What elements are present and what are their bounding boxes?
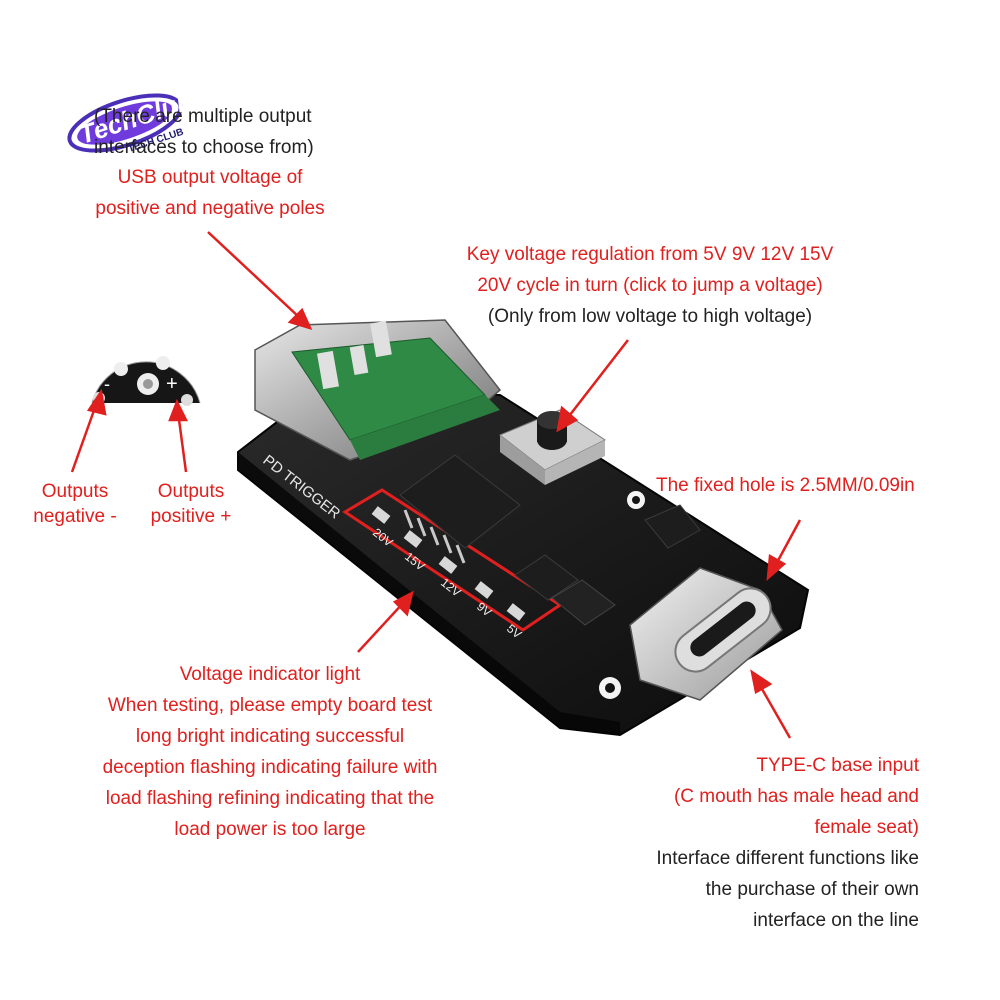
usb-output-line: positive and negative poles xyxy=(95,198,325,219)
transistor xyxy=(644,504,701,549)
led xyxy=(438,556,458,574)
type-c-note: TYPE-C base input (C mouth has male head… xyxy=(560,750,919,936)
type-c-line: (C mouth has male head and xyxy=(673,786,919,807)
key-voltage-subnote: (Only from low voltage to high voltage) xyxy=(487,306,813,327)
ic-chip xyxy=(551,579,616,626)
led xyxy=(403,530,423,548)
key-voltage-line: 20V cycle in turn (click to jump a volta… xyxy=(477,275,823,296)
ic-chip xyxy=(399,454,521,549)
key-voltage-note: Key voltage regulation from 5V 9V 12V 15… xyxy=(420,239,880,332)
annotation-arrows xyxy=(70,231,802,739)
type-c-interface-line: Interface different functions like xyxy=(656,848,919,869)
led xyxy=(506,603,526,621)
plus-mark: + xyxy=(166,373,178,395)
outputs-positive-label: Outputs positive + xyxy=(150,481,232,527)
key-voltage-line: Key voltage regulation from 5V 9V 12V 15… xyxy=(466,244,834,265)
type-c-line: female seat) xyxy=(814,817,919,838)
type-c-interface-line: interface on the line xyxy=(753,910,919,931)
output-choice-note: (There are multiple output interfaces to… xyxy=(94,101,314,163)
led xyxy=(474,581,494,599)
led xyxy=(371,506,391,524)
outputs-negative-label: Outputs negative - xyxy=(33,481,117,527)
type-c-port xyxy=(629,567,783,701)
fixed-hole-note: The fixed hole is 2.5MM/0.09in xyxy=(656,475,915,496)
ic-chip xyxy=(514,554,579,601)
usb-output-note: USB output voltage of positive and negat… xyxy=(60,162,360,224)
type-c-interface-line: the purchase of their own xyxy=(705,879,919,900)
led-row xyxy=(371,506,526,621)
usb-output-line: USB output voltage of xyxy=(117,167,303,188)
output-choice-line: (There are multiple output xyxy=(94,106,312,127)
output-choice-line: interfaces to choose from) xyxy=(94,137,314,158)
type-c-line: TYPE-C base input xyxy=(756,755,919,776)
minus-mark: - xyxy=(104,374,110,394)
voltage-indicator-note: Voltage indicator light When testing, pl… xyxy=(102,664,438,840)
polarity-inset: - + xyxy=(91,356,201,406)
